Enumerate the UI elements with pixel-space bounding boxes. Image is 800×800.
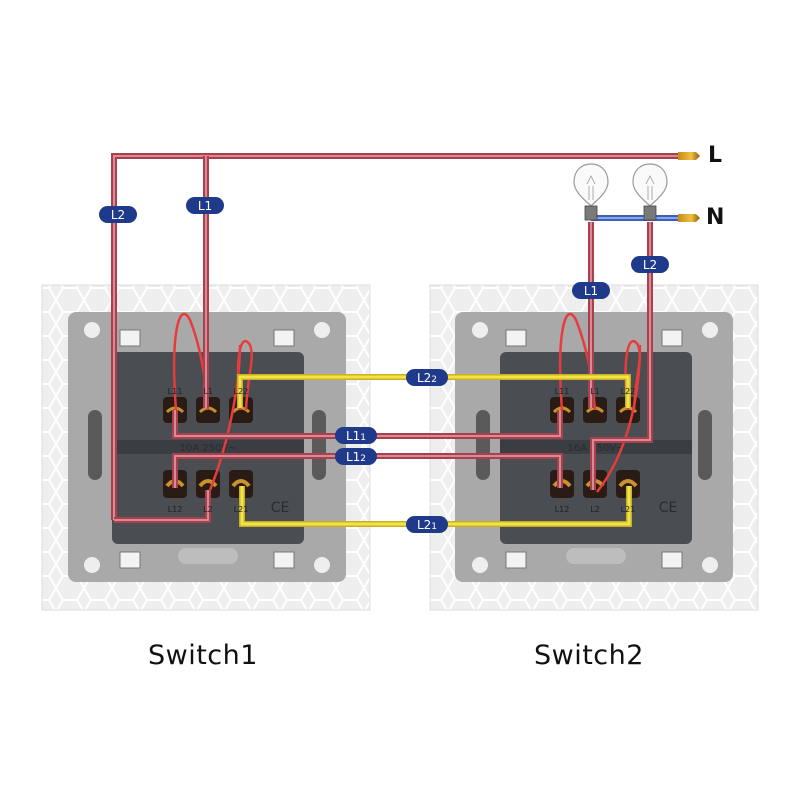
switch1-slot xyxy=(312,410,326,480)
switch2-screw-hole xyxy=(472,322,488,338)
switch2-slot xyxy=(698,410,712,480)
switch1-clip xyxy=(119,329,141,347)
svg-text:L2: L2 xyxy=(643,258,657,272)
switch2-bottom-terminals xyxy=(550,470,640,498)
lamp-1-bulb-icon xyxy=(573,163,609,207)
switch1-screw-hole xyxy=(314,557,330,573)
switch1-caption: Switch1 xyxy=(148,640,258,671)
switch2-jumper-l1-l2 xyxy=(596,344,642,493)
lamp-1-base xyxy=(584,205,598,221)
tag-l22: L22 xyxy=(406,369,448,386)
svg-text:L22: L22 xyxy=(234,387,249,396)
switch1-divider xyxy=(112,440,304,454)
svg-text:L2: L2 xyxy=(111,208,125,222)
svg-text:L11: L11 xyxy=(346,429,366,443)
switch1-slot xyxy=(88,410,102,480)
switch1-clip xyxy=(273,551,295,569)
switch1-clip xyxy=(273,329,295,347)
terminal-labels: L11 L1 L22 L12 L2 L21 L11 L1 L22 L12 L2 … xyxy=(168,387,636,514)
svg-text:L2: L2 xyxy=(590,505,600,514)
switch2-clip xyxy=(661,551,683,569)
switch2-clip xyxy=(661,329,683,347)
tag-switch2-l2: L2 xyxy=(631,256,669,273)
svg-text:L22: L22 xyxy=(621,387,636,396)
svg-text:L12: L12 xyxy=(555,505,570,514)
tag-l21: L21 xyxy=(406,516,448,533)
switch2-bottom-latch xyxy=(566,548,626,564)
tag-l12: L12 xyxy=(335,448,377,465)
tag-l11: L11 xyxy=(335,427,377,444)
svg-text:L12: L12 xyxy=(168,505,183,514)
switch1-clip xyxy=(119,551,141,569)
switch2-terminal-l21 xyxy=(616,470,640,498)
svg-text:L11: L11 xyxy=(168,387,183,396)
switch1-bottom-latch xyxy=(178,548,238,564)
neutral-label: N xyxy=(706,205,725,230)
switch2-caption: Switch2 xyxy=(534,640,644,671)
switch1-jumper-l1-l2 xyxy=(208,344,242,491)
svg-text:L21: L21 xyxy=(417,518,437,532)
tag-switch1-l2: L2 xyxy=(99,206,137,223)
svg-text:L12: L12 xyxy=(346,450,366,464)
switch1-ce-mark: CE xyxy=(271,500,290,516)
switch1-terminal-l21 xyxy=(229,470,253,498)
svg-text:L11: L11 xyxy=(555,387,570,396)
lamp-2 xyxy=(632,163,668,221)
svg-text:L21: L21 xyxy=(621,505,636,514)
switch1-screw-hole xyxy=(84,557,100,573)
switch2-screw-hole xyxy=(702,322,718,338)
switch1-rating: 10A 250V~ xyxy=(179,443,236,454)
switch2-clip xyxy=(505,551,527,569)
svg-text:L1: L1 xyxy=(590,387,600,396)
neutral-wire-tip xyxy=(678,214,700,222)
svg-text:L22: L22 xyxy=(417,371,437,385)
switch2-screw-hole xyxy=(702,557,718,573)
wire-tags: L2 L1 L1 L2 L22 L11 L12 L21 xyxy=(99,197,669,533)
switch1-screw-hole xyxy=(84,322,100,338)
live-wire-tip xyxy=(678,152,700,160)
tag-switch2-l1: L1 xyxy=(572,282,610,299)
switch1-screw-hole xyxy=(314,322,330,338)
switch2-clip xyxy=(505,329,527,347)
svg-text:L1: L1 xyxy=(584,284,598,298)
svg-text:L1: L1 xyxy=(198,199,212,213)
switch2-screw-hole xyxy=(472,557,488,573)
lamp-1 xyxy=(573,163,609,221)
svg-text:L21: L21 xyxy=(234,505,249,514)
tag-switch1-l1: L1 xyxy=(186,197,224,214)
switch2-ce-mark: CE xyxy=(659,500,678,516)
svg-text:L1: L1 xyxy=(203,387,213,396)
svg-text:L2: L2 xyxy=(203,505,213,514)
live-label: L xyxy=(708,143,723,168)
switch2-slot xyxy=(476,410,490,480)
lamp-2-bulb-icon xyxy=(632,163,668,207)
lamp-2-base xyxy=(643,205,657,221)
